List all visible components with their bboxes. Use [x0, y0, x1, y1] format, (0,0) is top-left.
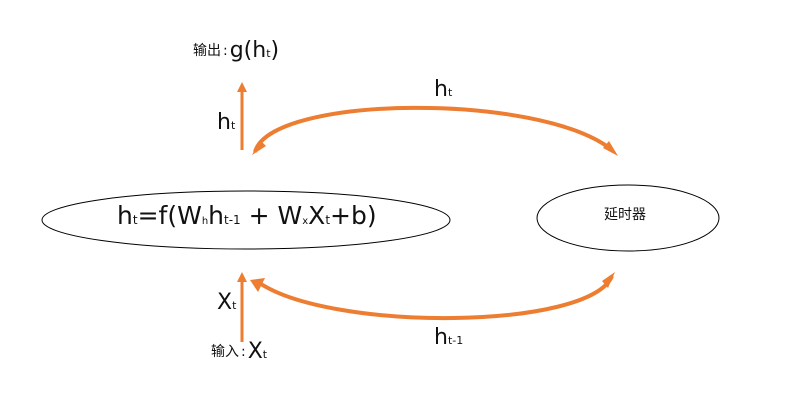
formula-text: ht=f(Whht-1 + WxXt+b) — [117, 203, 377, 228]
bottom-curve-arrow-head — [250, 278, 265, 292]
xt-main: X — [217, 290, 233, 315]
output-expr-main: g(h — [229, 38, 267, 63]
formula-p6: +b) — [330, 201, 377, 230]
bottom-curve-arrow — [256, 275, 614, 321]
delay-label: 延时器 — [604, 207, 646, 223]
ht-top-label: ht — [434, 79, 452, 101]
ht-output-main: h — [217, 110, 231, 135]
formula-node — [41, 190, 451, 250]
output-expr-sub: t — [266, 47, 271, 60]
ht-output-label: ht — [217, 112, 235, 134]
xt-input-label: Xt — [217, 292, 236, 314]
ht-top-sub: t — [447, 86, 453, 99]
input-sub: t — [262, 348, 268, 361]
input-cn: 输入 — [211, 344, 239, 360]
formula-s4: x — [302, 216, 309, 227]
top-curve-arrow-head — [603, 141, 618, 156]
ht-minus-1-label: ht-1 — [434, 327, 463, 349]
input-label: 输入:Xt — [211, 341, 267, 363]
bottom-curve-arrow-tail — [602, 272, 615, 288]
top-curve-arrow — [253, 105, 614, 153]
formula-p4: + W — [240, 201, 303, 230]
ht1-sub: t-1 — [447, 334, 464, 347]
formula-s1: t — [132, 213, 138, 227]
output-label: 输出:g(ht) — [193, 40, 279, 62]
input-main: X — [247, 339, 263, 364]
output-arrow-head — [237, 82, 247, 92]
formula-s5: t — [325, 213, 331, 227]
formula-p5: X — [308, 201, 326, 230]
ht1-main: h — [434, 325, 448, 350]
top-curve-arrow-tail — [252, 140, 266, 155]
formula-s2: h — [201, 216, 209, 227]
delay-node — [536, 184, 720, 252]
ht-top-main: h — [434, 77, 448, 102]
input-colon: : — [241, 344, 246, 360]
ht-output-sub: t — [230, 119, 236, 132]
xt-sub: t — [232, 299, 237, 312]
input-arrow-head — [237, 272, 247, 282]
formula-p3: h — [208, 201, 225, 230]
output-colon: : — [223, 43, 228, 59]
output-cn: 输出 — [193, 43, 221, 59]
formula-p1: h — [117, 201, 133, 230]
output-expr-close: ) — [270, 38, 280, 63]
formula-p2: =f(W — [137, 201, 202, 230]
formula-s3: t-1 — [224, 213, 241, 227]
